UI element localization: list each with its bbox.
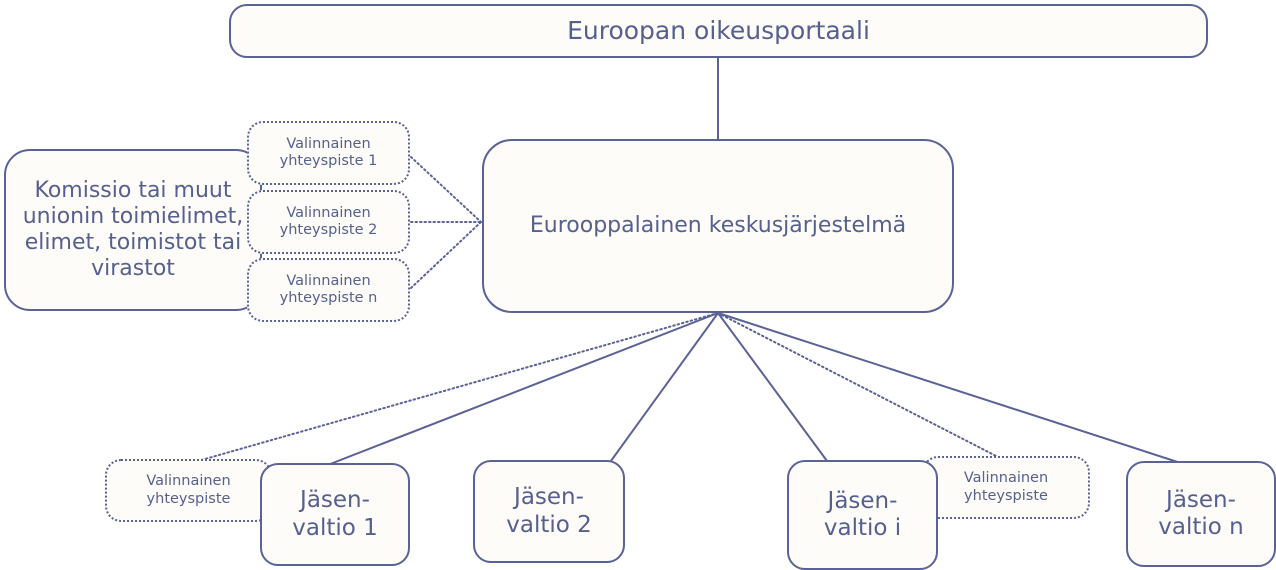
node-member-state-2[interactable]: Jäsen- valtio 2 (473, 460, 625, 563)
node-european-e-justice-portal[interactable]: Euroopan oikeusportaali (229, 4, 1208, 58)
connector-cp1-to-central (410, 156, 482, 223)
node-member-state-1-label: Jäsen- valtio 1 (292, 487, 378, 541)
node-member-state-n[interactable]: Jäsen- valtio n (1126, 461, 1276, 567)
connector-central-to-msi (717, 312, 831, 466)
node-member-state-i-label: Jäsen- valtio i (823, 487, 902, 541)
node-optional-contact-point-n[interactable]: Valinnainen yhteyspiste n (247, 258, 410, 322)
node-european-central-system[interactable]: Eurooppalainen keskusjärjestelmä (482, 139, 954, 313)
connector-central-to-cp-ms1 (197, 312, 719, 462)
node-portal-label: Euroopan oikeusportaali (567, 16, 870, 46)
node-optional-contact-point-2[interactable]: Valinnainen yhteyspiste 2 (247, 190, 410, 254)
connector-central-to-cp-msi (717, 312, 1001, 459)
connector-cpn-to-central (410, 221, 482, 289)
node-commission-label: Komissio tai muut unionin toimielimet, e… (22, 178, 244, 281)
node-optional-contact-point-member-state-i-label: Valinnainen yhteyspiste (963, 470, 1049, 504)
node-central-label: Eurooppalainen keskusjärjestelmä (529, 213, 907, 239)
connector-central-to-ms1 (319, 312, 719, 469)
node-member-state-i[interactable]: Jäsen- valtio i (787, 460, 938, 570)
node-member-state-2-label: Jäsen- valtio 2 (506, 484, 592, 538)
node-member-state-n-label: Jäsen- valtio n (1158, 486, 1244, 540)
node-optional-contact-point-1-label: Valinnainen yhteyspiste 1 (279, 135, 378, 169)
node-optional-contact-point-member-state-1[interactable]: Valinnainen yhteyspiste (105, 459, 272, 522)
connector-central-to-msn (717, 312, 1191, 467)
node-optional-contact-point-1[interactable]: Valinnainen yhteyspiste 1 (247, 121, 410, 185)
node-optional-contact-point-member-state-1-label: Valinnainen yhteyspiste (146, 473, 231, 507)
node-optional-contact-point-n-label: Valinnainen yhteyspiste n (279, 272, 378, 306)
node-optional-contact-point-2-label: Valinnainen yhteyspiste 2 (279, 204, 378, 238)
node-optional-contact-point-member-state-i[interactable]: Valinnainen yhteyspiste (922, 456, 1090, 519)
node-member-state-1[interactable]: Jäsen- valtio 1 (260, 463, 410, 566)
node-commission-and-union-bodies[interactable]: Komissio tai muut unionin toimielimet, e… (4, 149, 262, 311)
connector-central-to-ms2 (607, 312, 719, 466)
